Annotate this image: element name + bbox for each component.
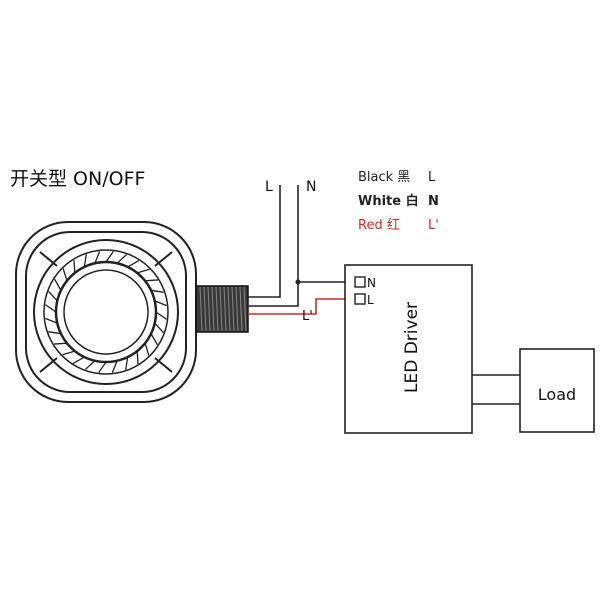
- terminal-l-label: L: [367, 293, 374, 307]
- legend-red-name: Red 红: [358, 217, 400, 233]
- legend-red-terminal: L': [428, 218, 439, 233]
- led-driver: N L LED Driver: [344, 264, 473, 434]
- legend-black-name: Black 黑: [358, 170, 410, 185]
- sensor-device: [15, 221, 197, 403]
- terminal-n-label: N: [367, 276, 376, 290]
- load-box: Load: [519, 348, 595, 433]
- terminal-l-box: [354, 293, 366, 305]
- wire-label-lprime: L': [302, 309, 313, 324]
- terminal-n-box: [354, 276, 366, 288]
- legend-white-name: White 白: [358, 193, 419, 209]
- wire-label-n: N: [306, 179, 316, 195]
- legend-black-terminal: L: [428, 170, 436, 185]
- sensor-ribs: [45, 251, 167, 373]
- color-legend: Black 黑 L White 白 N Red 红 L': [358, 170, 439, 233]
- white-wire: [248, 185, 299, 307]
- wire-label-l: L: [265, 179, 273, 195]
- threaded-connector: [195, 285, 249, 333]
- red-wire: [248, 298, 355, 315]
- legend-white-terminal: N: [428, 194, 439, 209]
- black-wire: [248, 185, 281, 298]
- driver-label: LED Driver: [402, 302, 422, 393]
- diagram-title: 开关型 ON/OFF: [10, 168, 145, 190]
- load-label: Load: [538, 385, 576, 404]
